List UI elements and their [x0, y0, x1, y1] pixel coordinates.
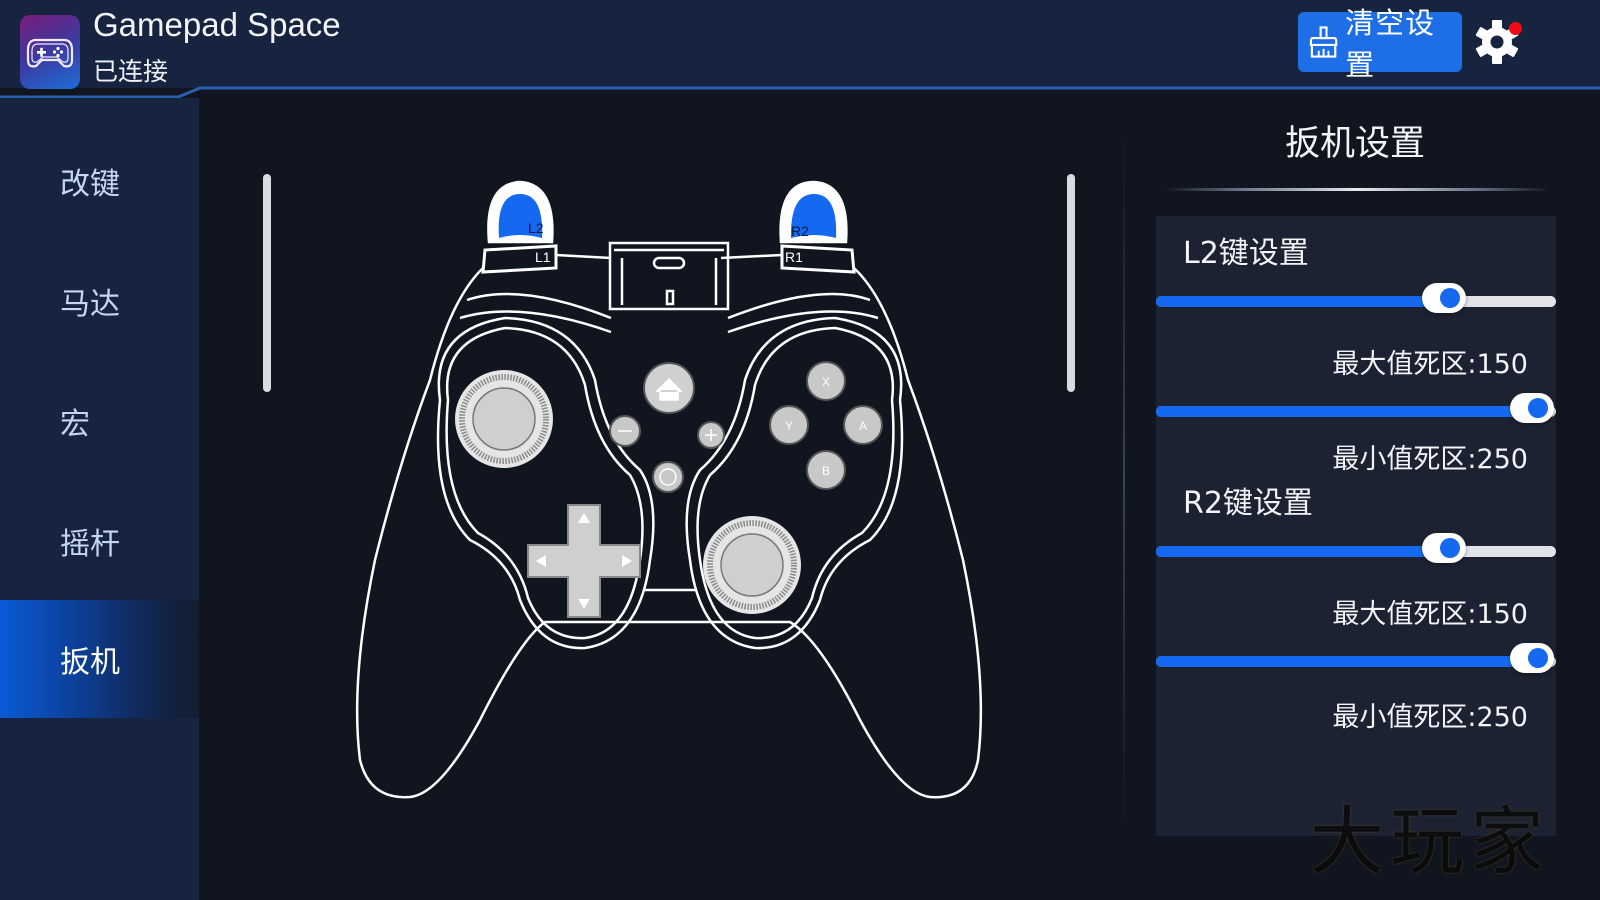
right-stick: [703, 516, 801, 614]
controller-stage: L2 R2 L1 R1: [199, 98, 1119, 900]
sidebar-item-joystick[interactable]: 摇杆: [0, 482, 199, 600]
left-stick: [455, 370, 553, 468]
face-button-b: B: [822, 464, 830, 478]
l2-max-deadzone-label: 最大值死区:150: [1332, 349, 1528, 380]
notification-badge: [1509, 22, 1522, 35]
clear-settings-label: 清空设置: [1345, 6, 1436, 82]
right-trigger-bar: [1067, 174, 1075, 392]
r2-max-deadzone-label: 最大值死区:150: [1332, 599, 1528, 630]
r2-max-deadzone-slider[interactable]: [1156, 533, 1556, 569]
gamepad-diagram: L2 R2 L1 R1: [355, 180, 983, 799]
dpad: [527, 504, 641, 618]
broom-icon: [1309, 26, 1338, 58]
l2-section-label: L2键设置: [1183, 236, 1309, 271]
sidebar-item-label: 改键: [60, 167, 120, 202]
l2-max-deadzone-slider[interactable]: [1156, 283, 1556, 319]
title-underline: [1165, 188, 1550, 191]
connection-status: 已连接: [93, 57, 169, 86]
sidebar-item-label: 宏: [60, 407, 90, 442]
face-button-y: Y: [785, 419, 793, 433]
sidebar-item-label: 扳机: [60, 645, 120, 680]
r2-section-label: R2键设置: [1183, 486, 1313, 521]
face-button-x: X: [822, 375, 830, 389]
sidebar-item-label: 摇杆: [60, 527, 120, 562]
left-trigger-bar: [263, 174, 271, 392]
sidebar-item-label: 马达: [60, 287, 120, 322]
r2-min-deadzone-slider[interactable]: [1156, 643, 1556, 679]
sidebar-item-macro[interactable]: 宏: [0, 362, 199, 480]
sidebar-item-trigger[interactable]: 扳机: [0, 600, 199, 718]
slider-thumb[interactable]: [1510, 393, 1554, 423]
slider-thumb[interactable]: [1422, 533, 1466, 563]
l2-min-deadzone-label: 最小值死区:250: [1332, 444, 1528, 475]
sidebar-item-motor[interactable]: 马达: [0, 242, 199, 360]
panel-divider: [1123, 130, 1125, 830]
watermark: 大玩家: [1310, 799, 1550, 885]
settings-gear-icon[interactable]: [1474, 19, 1520, 65]
sidebar-item-remap[interactable]: 改键: [0, 122, 199, 240]
l2-min-deadzone-slider[interactable]: [1156, 393, 1556, 429]
clear-settings-button[interactable]: 清空设置: [1298, 6, 1462, 82]
r1-label: R1: [785, 249, 803, 265]
l1-label: L1: [535, 249, 551, 265]
l2-label: L2: [528, 220, 544, 236]
trigger-settings-card: [1156, 216, 1556, 836]
app-title: Gamepad Space: [93, 6, 341, 43]
slider-thumb[interactable]: [1422, 283, 1466, 313]
panel-title: 扳机设置: [1284, 124, 1425, 164]
sidebar-nav: 改键 马达 宏 摇杆 扳机: [0, 98, 199, 900]
slider-thumb[interactable]: [1510, 643, 1554, 673]
app-logo-icon: [20, 15, 80, 89]
face-button-a: A: [859, 419, 867, 433]
r2-min-deadzone-label: 最小值死区:250: [1332, 702, 1528, 733]
r2-label: R2: [791, 223, 809, 239]
